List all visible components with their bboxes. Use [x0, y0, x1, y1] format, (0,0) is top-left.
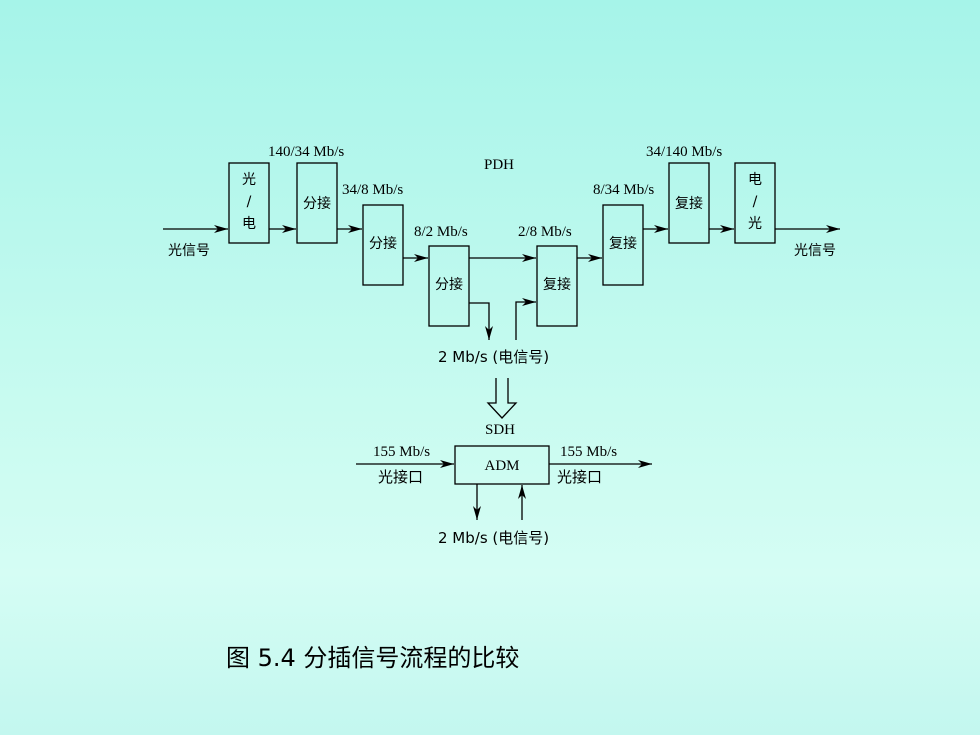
pdh-tributary-label: 2 Mb/s (电信号) — [438, 348, 549, 366]
eo-converter-box — [734, 162, 776, 244]
rate-34-140: 34/140 Mb/s — [646, 144, 722, 160]
demux3-label: 分接 — [435, 276, 463, 293]
mux1-box — [668, 162, 710, 244]
mux3-label: 复接 — [543, 276, 571, 293]
pdh-input-label: 光信号 — [168, 243, 210, 259]
drop-arrow — [469, 302, 493, 340]
transition-arrow — [486, 378, 518, 419]
rate-34-8: 34/8 Mb/s — [342, 182, 403, 198]
sdh-title: SDH — [485, 422, 515, 438]
mux2-box — [602, 204, 644, 286]
rate-8-2: 8/2 Mb/s — [414, 224, 468, 240]
mux1-label: 复接 — [675, 195, 703, 212]
eo-label-2: / — [753, 194, 758, 210]
demux1-box — [296, 162, 338, 244]
demux1-label: 分接 — [303, 195, 331, 212]
mux2-label: 复接 — [609, 235, 637, 252]
adm-box — [454, 445, 550, 485]
mux3-box — [536, 245, 578, 327]
demux3-box — [428, 245, 470, 327]
oe-converter-box — [228, 162, 270, 244]
figure-caption: 图 5.4 分插信号流程的比较 — [226, 644, 520, 672]
oe-label-2: / — [247, 194, 252, 210]
pdh-title: PDH — [484, 157, 514, 173]
sdh-out-rate: 155 Mb/s — [560, 444, 617, 460]
demux2-label: 分接 — [369, 235, 397, 252]
sdh-in-port: 光接口 — [378, 468, 423, 486]
sdh-in-rate: 155 Mb/s — [373, 444, 430, 460]
eo-label-3: 光 — [748, 216, 762, 232]
rate-140-34: 140/34 Mb/s — [268, 144, 344, 160]
eo-label-1: 电 — [748, 172, 762, 188]
rate-2-8: 2/8 Mb/s — [518, 224, 572, 240]
adm-label: ADM — [484, 458, 519, 474]
add-arrow — [515, 298, 536, 340]
oe-label-1: 光 — [242, 172, 256, 188]
sdh-out-port: 光接口 — [557, 468, 602, 486]
pdh-output-label: 光信号 — [794, 243, 836, 259]
oe-label-3: 电 — [242, 216, 256, 232]
demux2-box — [362, 204, 404, 286]
rate-8-34: 8/34 Mb/s — [593, 182, 654, 198]
sdh-tributary-label: 2 Mb/s (电信号) — [438, 529, 549, 547]
